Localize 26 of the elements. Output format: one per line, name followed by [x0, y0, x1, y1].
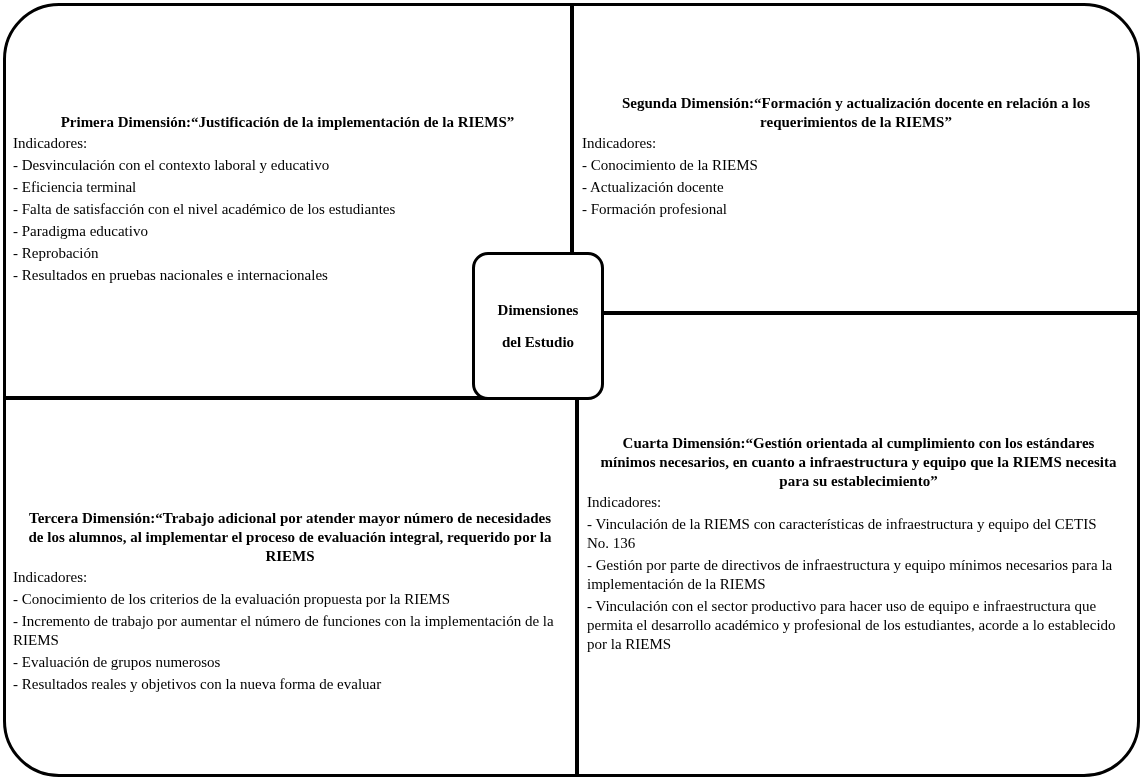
indicator-item: - Incremento de trabajo por aumentar el número de funciones con la implementación de la RIEMS: [13, 611, 555, 650]
center-title: Dimensiones del Estudio: [496, 301, 580, 352]
indicator-item: - Formación profesional: [582, 200, 728, 219]
indicator-label: Indicadores:: [587, 492, 663, 512]
indicator-item: - Evaluación de grupos numerosos: [13, 652, 222, 672]
indicator-label: Indicadores:: [13, 134, 89, 153]
indicator-item: - Vinculación de la RIEMS con características de infraestructura y equipo del CETIS No. 136: [587, 514, 1098, 553]
indicator-item: - Conocimiento de los criterios de la evaluación propuesta por la RIEMS: [13, 589, 451, 609]
indicator-label: Indicadores:: [13, 567, 89, 587]
indicator-label: Indicadores:: [582, 134, 658, 153]
indicator-item: - Paradigma educativo: [13, 222, 149, 241]
indicator-item: - Resultados reales y objetivos con la nueva forma de evaluar: [13, 674, 383, 694]
dimension-heading: Segunda Dimensión:“Formación y actualización docente en relación a los requerimientos de la RIEMS”: [620, 94, 1091, 132]
indicator-item: - Eficiencia terminal: [13, 178, 138, 197]
dimension-heading: Cuarta Dimensión:“Gestión orientada al cumplimiento con los estándares mínimos necesarios, en cuanto a infraestructura y equipo que la RIEMS necesita para su establecimiento”: [599, 433, 1118, 491]
indicator-item: - Conocimiento de la RIEMS: [582, 156, 759, 175]
indicator-item: - Actualización docente: [582, 178, 725, 197]
indicator-item: - Gestión por parte de directivos de infraestructura y equipo mínimos necesarios para la implementación de la RIEMS: [587, 555, 1114, 594]
center-box: [472, 252, 604, 400]
indicator-item: - Reprobación: [13, 244, 100, 263]
dimension-heading: Tercera Dimensión:“Trabajo adicional por atender mayor número de necesidades de los alumnos, al implementar el proceso de evaluación integral, requerido por la RIEMS: [27, 508, 553, 566]
indicator-item: - Vinculación con el sector productivo para hacer uso de equipo e infraestructura que permita el desarrollo académico y profesional de los estudiantes, acorde a lo establecido por la RIEMS: [587, 596, 1117, 654]
indicator-item: - Desvinculación con el contexto laboral y educativo: [13, 156, 331, 175]
indicator-item: - Resultados en pruebas nacionales e internacionales: [13, 266, 329, 285]
dimension-heading: Primera Dimensión:“Justificación de la implementación de la RIEMS”: [59, 113, 516, 132]
indicator-item: - Falta de satisfacción con el nivel académico de los estudiantes: [13, 200, 397, 219]
